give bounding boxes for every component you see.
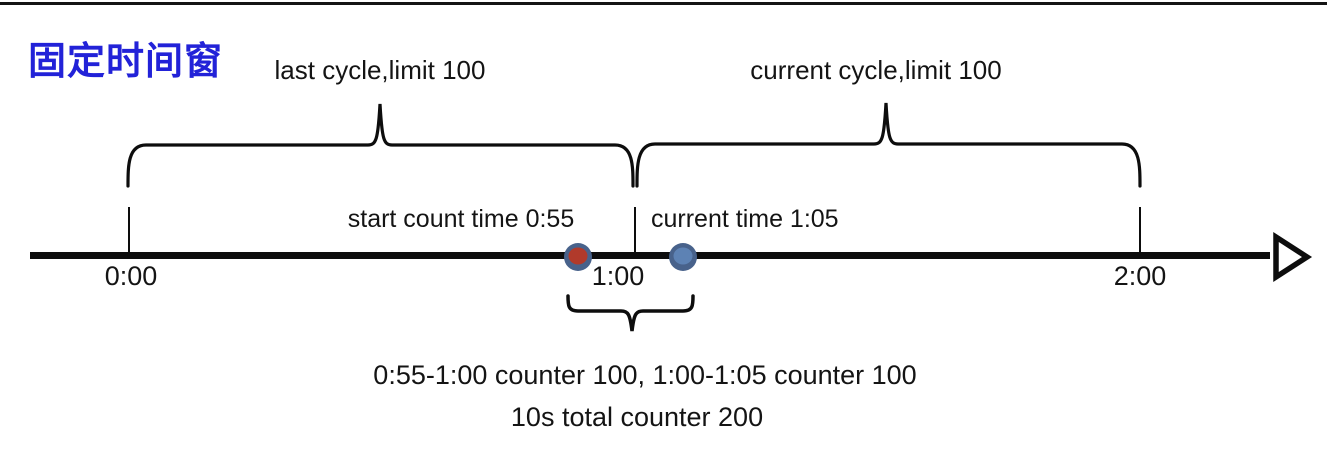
current-cycle-label: current cycle,limit 100 xyxy=(750,55,1002,85)
tick-label-0-00: 0:00 xyxy=(104,261,158,291)
start-count-time-label: start count time 0:55 xyxy=(347,205,575,233)
last-cycle-brace xyxy=(126,103,635,188)
timeline-arrowhead-icon xyxy=(1273,231,1313,283)
tick-2-00 xyxy=(1139,207,1141,252)
summary-counters-line: 0:55-1:00 counter 100, 1:00-1:05 counter… xyxy=(373,360,917,390)
current-time-dot xyxy=(673,247,693,265)
current-cycle-brace xyxy=(635,102,1142,188)
start-count-dot xyxy=(568,247,588,265)
page-title: 固定时间窗 xyxy=(28,41,224,83)
tick-label-1-00: 1:00 xyxy=(591,261,645,291)
tick-label-2-00: 2:00 xyxy=(1113,261,1167,291)
tick-0-00 xyxy=(128,207,130,252)
top-divider-rule xyxy=(0,2,1327,5)
current-time-label: current time 1:05 xyxy=(651,205,839,233)
tick-1-00 xyxy=(634,207,636,252)
count-window-underbrace xyxy=(566,294,695,332)
last-cycle-label: last cycle,limit 100 xyxy=(274,55,486,85)
summary-total-line: 10s total counter 200 xyxy=(510,402,764,432)
timeline-axis xyxy=(30,252,1270,259)
